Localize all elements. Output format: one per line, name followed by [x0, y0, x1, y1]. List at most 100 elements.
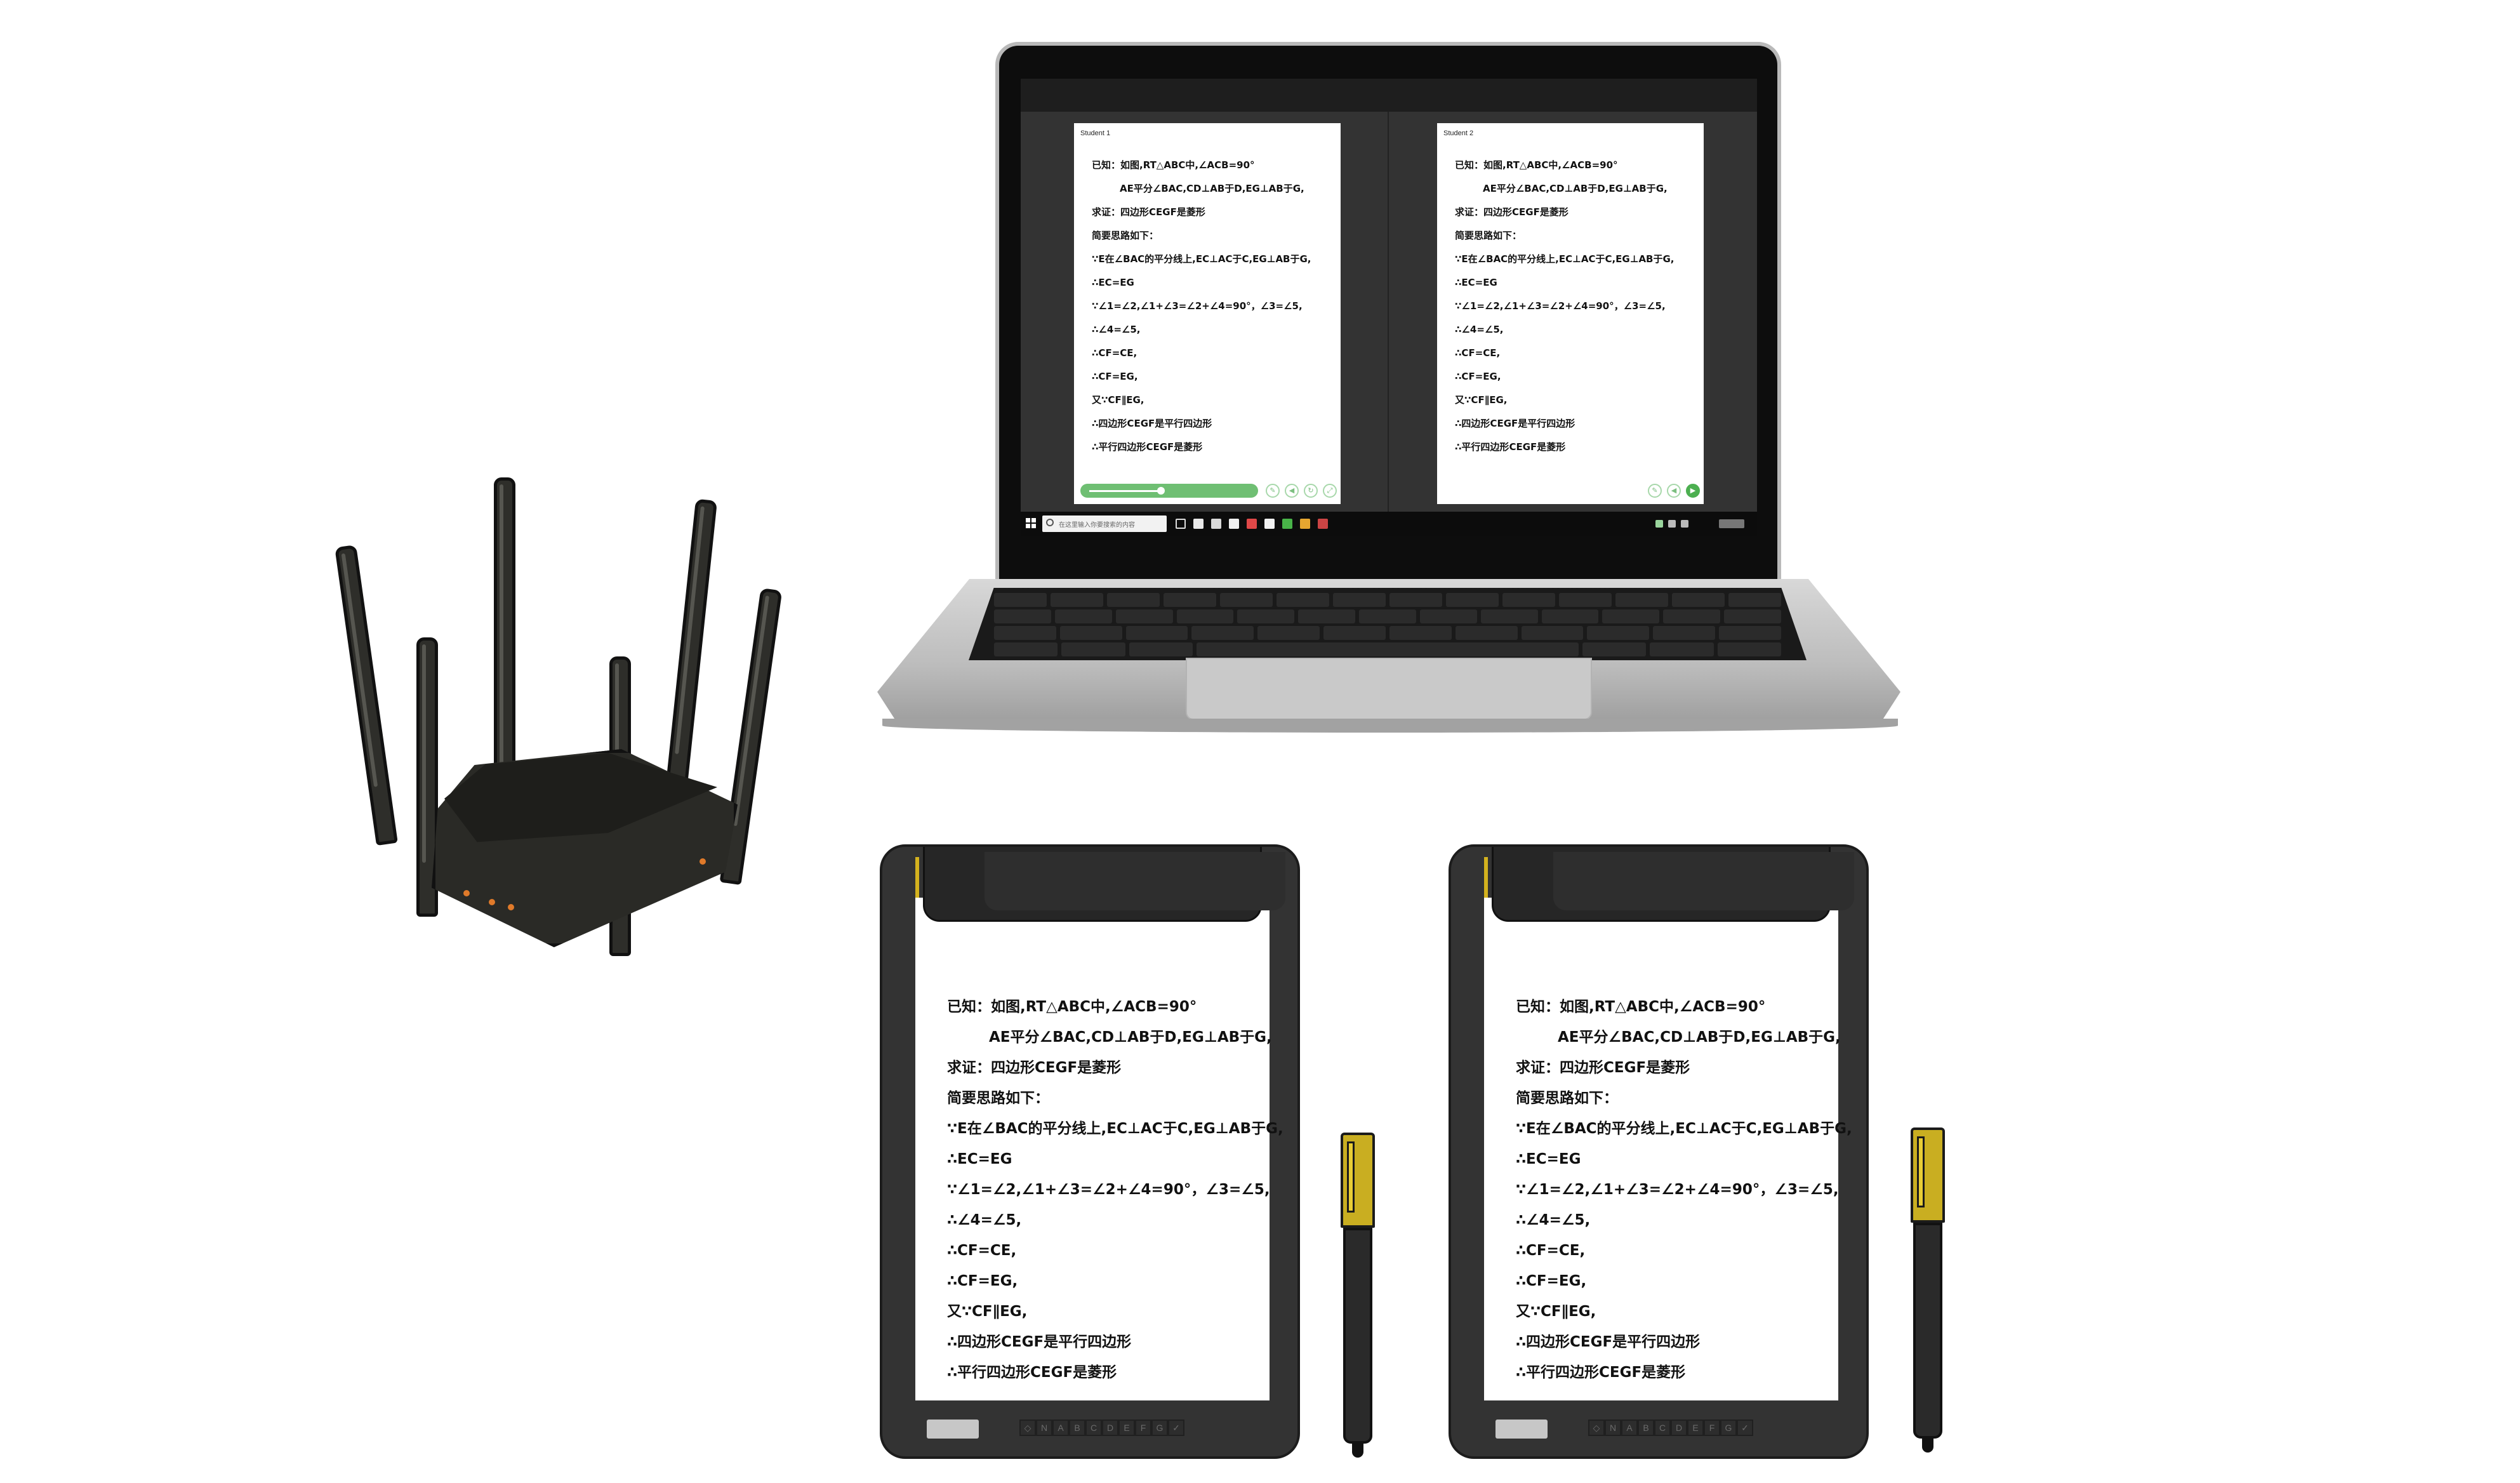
volume-icon[interactable]: ◀	[1285, 484, 1299, 498]
app-icon[interactable]	[1300, 519, 1310, 529]
tablet-answer-button[interactable]: B	[1069, 1420, 1085, 1436]
app-icon[interactable]	[1193, 519, 1204, 529]
worksheet-line: ∵∠1=∠2,∠1+∠3=∠2+∠4=90°，∠3=∠5,	[1516, 1181, 1839, 1198]
worksheet-line: 求证：四边形CEGF是菱形	[947, 1060, 1122, 1076]
student-page-2: Student 2 已知：如图,RT△ABC中,∠ACB=90°AE平分∠BAC…	[1437, 123, 1704, 504]
handwriting-lines: 已知：如图,RT△ABC中,∠ACB=90°AE平分∠BAC,CD⊥AB于D,E…	[947, 992, 1283, 1388]
volume-icon[interactable]: ◀	[1667, 484, 1681, 498]
worksheet-line: ∵E在∠BAC的平分线上,EC⊥AC于C,EG⊥AB于G,	[1092, 253, 1311, 265]
worksheet-line: ∴CF=EG,	[947, 1273, 1018, 1289]
worksheet-line: AE平分∠BAC,CD⊥AB于D,EG⊥AB于G,	[1120, 183, 1304, 194]
tablet-answer-button[interactable]: C	[1085, 1420, 1102, 1436]
worksheet-line: ∴CF=CE,	[1516, 1242, 1586, 1259]
worksheet-line: AE平分∠BAC,CD⊥AB于D,EG⊥AB于G,	[989, 1029, 1272, 1046]
playback-slider-handle[interactable]	[1157, 487, 1165, 495]
worksheet-line: 求证：四边形CEGF是菱形	[1092, 206, 1205, 218]
worksheet-line: ∴EC=EG	[1092, 277, 1134, 288]
playback-progress-bar[interactable]	[1080, 484, 1258, 498]
worksheet-line: ∴CF=EG,	[1455, 371, 1501, 382]
pen-clip	[1917, 1136, 1925, 1207]
worksheet-line: 求证：四边形CEGF是菱形	[1455, 206, 1568, 218]
windows-start-icon[interactable]	[1026, 518, 1036, 528]
tablet-answer-button[interactable]: ◇	[1588, 1420, 1605, 1436]
tablet-answer-button[interactable]: C	[1654, 1420, 1671, 1436]
app-title-bar	[1021, 79, 1757, 112]
router-status-led	[700, 858, 706, 865]
playback-controls: ✎ ◀ ↻ ⤢	[1080, 480, 1337, 500]
handwriting-lines: 已知：如图,RT△ABC中,∠ACB=90°AE平分∠BAC,CD⊥AB于D,E…	[1516, 992, 1852, 1388]
app-icon[interactable]	[1318, 519, 1328, 529]
pen-clip	[1347, 1141, 1355, 1213]
tablet-answer-button[interactable]: ◇	[1019, 1420, 1036, 1436]
tablet-answer-button[interactable]: E	[1118, 1420, 1135, 1436]
handwriting-lines: 已知：如图,RT△ABC中,∠ACB=90°AE平分∠BAC,CD⊥AB于D,E…	[1455, 154, 1696, 459]
worksheet-line: ∴平行四边形CEGF是菱形	[1455, 441, 1566, 453]
tablet-paper: 已知：如图,RT△ABC中,∠ACB=90°AE平分∠BAC,CD⊥AB于D,E…	[1484, 898, 1852, 1400]
tablet-answer-button[interactable]: G	[1151, 1420, 1168, 1436]
app-icon[interactable]	[1229, 519, 1239, 529]
tablet-answer-button[interactable]: A	[1621, 1420, 1638, 1436]
tablet-answer-button[interactable]: ✓	[1737, 1420, 1753, 1436]
router-status-led	[508, 904, 514, 910]
worksheet-line: 简要思路如下：	[1516, 1090, 1618, 1107]
logo-plate	[1495, 1420, 1548, 1439]
worksheet-line: 又∵CF∥EG,	[1455, 394, 1508, 406]
worksheet-line: ∴四边形CEGF是平行四边形	[947, 1334, 1132, 1350]
search-icon	[1046, 519, 1054, 526]
search-placeholder: 在这里输入你要搜索的内容	[1059, 522, 1135, 529]
app-icon[interactable]	[1264, 519, 1275, 529]
tablet-answer-button[interactable]: G	[1720, 1420, 1737, 1436]
tablet-answer-button[interactable]: N	[1036, 1420, 1052, 1436]
student-pane-2: Student 2 已知：如图,RT△ABC中,∠ACB=90°AE平分∠BAC…	[1389, 112, 1757, 512]
pen-tip	[1922, 1436, 1933, 1453]
tablet-answer-button[interactable]: B	[1638, 1420, 1654, 1436]
worksheet-line: 简要思路如下：	[1092, 230, 1159, 241]
student-label-2: Student 2	[1443, 130, 1474, 137]
worksheet-line: 又∵CF∥EG,	[1516, 1303, 1596, 1320]
taskbar-search-box[interactable]: 在这里输入你要搜索的内容	[1042, 515, 1167, 532]
expand-icon[interactable]: ⤢	[1323, 484, 1337, 498]
tablet-answer-button[interactable]: D	[1671, 1420, 1687, 1436]
tablet-answer-button[interactable]: F	[1135, 1420, 1151, 1436]
laptop-base-edge	[882, 719, 1898, 733]
tablet-answer-button[interactable]: D	[1102, 1420, 1118, 1436]
tablet-answer-button[interactable]: F	[1704, 1420, 1720, 1436]
tablet-answer-button[interactable]: N	[1605, 1420, 1621, 1436]
worksheet-line: ∵∠1=∠2,∠1+∠3=∠2+∠4=90°，∠3=∠5,	[1455, 300, 1666, 312]
worksheet-line: ∴∠4=∠5,	[1516, 1212, 1591, 1228]
tray-icon[interactable]	[1668, 520, 1676, 528]
student-label-1: Student 1	[1080, 130, 1111, 137]
tablet-answer-button[interactable]: ✓	[1168, 1420, 1184, 1436]
app-icon[interactable]	[1211, 519, 1221, 529]
pen-icon[interactable]: ✎	[1266, 484, 1280, 498]
worksheet-line: 已知：如图,RT△ABC中,∠ACB=90°	[1455, 159, 1618, 171]
pen-barrel	[1913, 1223, 1942, 1439]
app-icon[interactable]	[1282, 519, 1292, 529]
worksheet-line: ∵E在∠BAC的平分线上,EC⊥AC于C,EG⊥AB于G,	[1455, 253, 1674, 265]
worksheet-line: ∵∠1=∠2,∠1+∠3=∠2+∠4=90°，∠3=∠5,	[1092, 300, 1303, 312]
refresh-icon[interactable]: ↻	[1304, 484, 1318, 498]
task-view-icon[interactable]	[1176, 519, 1186, 529]
tray-clock[interactable]	[1719, 519, 1744, 528]
worksheet-line: ∴CF=EG,	[1516, 1273, 1587, 1289]
worksheet-line: ∴平行四边形CEGF是菱形	[1092, 441, 1203, 453]
tablet-answer-button[interactable]: E	[1687, 1420, 1704, 1436]
worksheet-line: ∴CF=CE,	[947, 1242, 1017, 1259]
app-icon[interactable]	[1247, 519, 1257, 529]
tray-network-icon[interactable]	[1655, 520, 1663, 528]
laptop-screen: Student 1 已知：如图,RT△ABC中,∠ACB=90°AE平分∠BAC…	[1021, 79, 1757, 536]
worksheet-line: AE平分∠BAC,CD⊥AB于D,EG⊥AB于G,	[1558, 1029, 1841, 1046]
worksheet-line: 简要思路如下：	[947, 1090, 1049, 1107]
router-antenna	[416, 637, 438, 917]
play-icon[interactable]: ▶	[1686, 484, 1700, 498]
worksheet-line: ∴四边形CEGF是平行四边形	[1092, 418, 1212, 429]
tablet-answer-button[interactable]: A	[1052, 1420, 1069, 1436]
pen-icon[interactable]: ✎	[1648, 484, 1662, 498]
worksheet-line: ∵E在∠BAC的平分线上,EC⊥AC于C,EG⊥AB于G,	[1516, 1121, 1852, 1137]
worksheet-line: ∴∠4=∠5,	[947, 1212, 1022, 1228]
router-status-led	[463, 890, 470, 896]
pane-controls: ✎ ◀ ▶	[1443, 480, 1700, 500]
tray-icon[interactable]	[1681, 520, 1688, 528]
worksheet-line: 又∵CF∥EG,	[1092, 394, 1144, 406]
worksheet-line: ∴平行四边形CEGF是菱形	[1516, 1364, 1686, 1381]
